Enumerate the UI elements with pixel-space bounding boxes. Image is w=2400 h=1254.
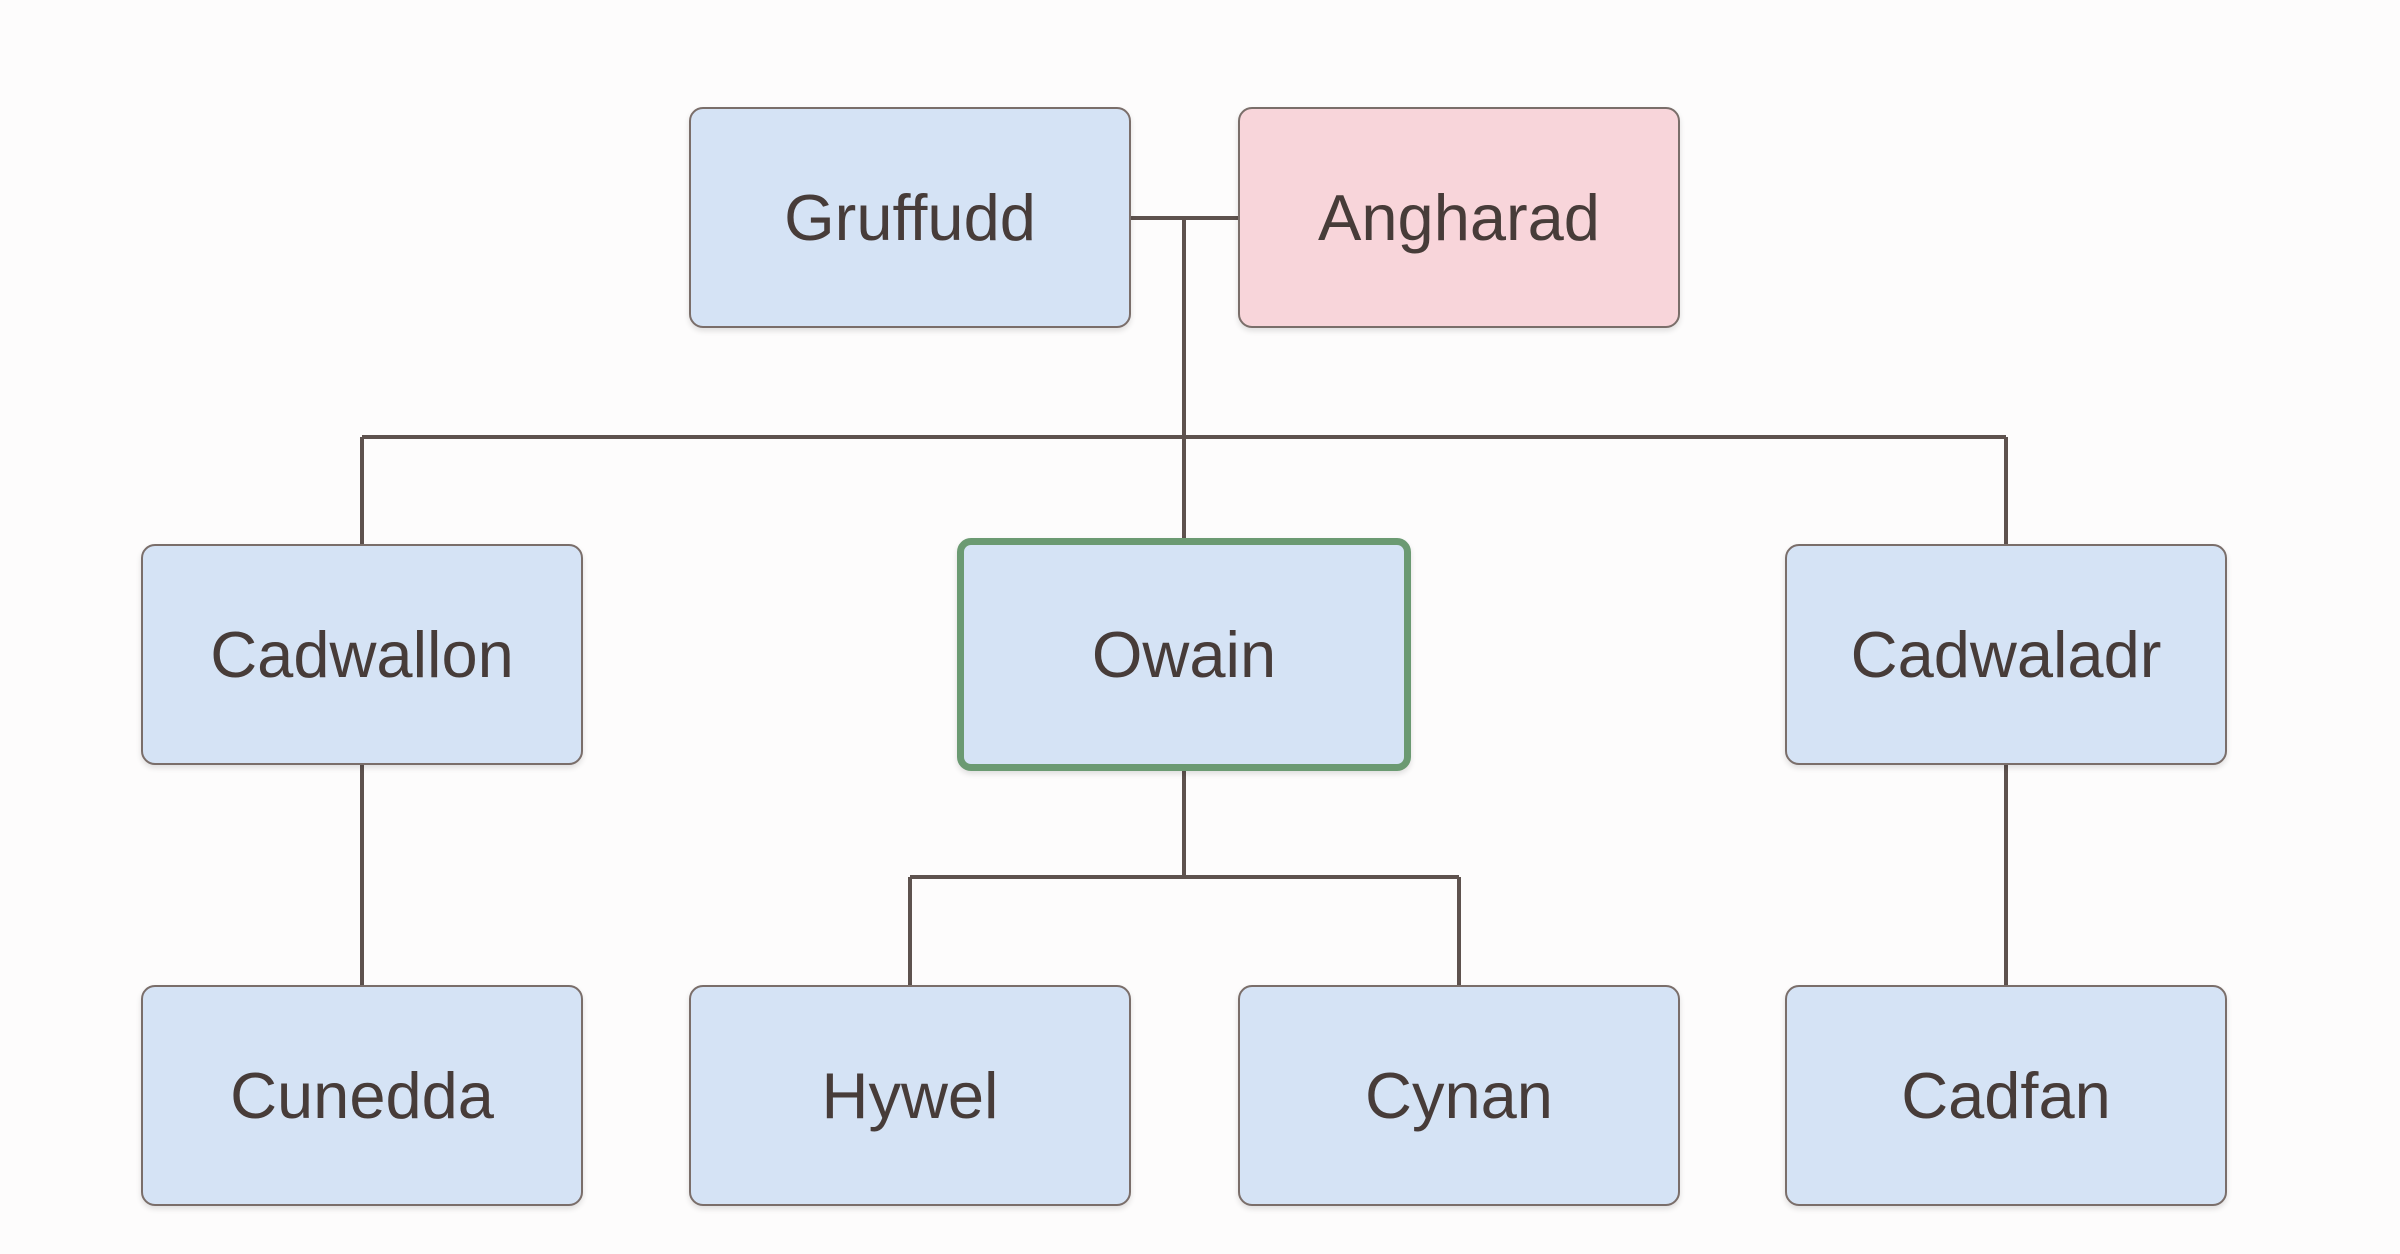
person-name: Angharad [1318,181,1600,254]
person-node-cadfan[interactable]: Cadfan [1785,985,2227,1206]
person-node-owain-focused[interactable]: Owain [957,538,1411,771]
person-name: Cadwaladr [1850,618,2162,691]
person-name: Hywel [821,1059,999,1132]
person-node-angharad[interactable]: Angharad [1238,107,1680,328]
person-name: Cadwallon [210,618,514,691]
person-name: Cadfan [1901,1059,2111,1132]
person-node-cadwallon[interactable]: Cadwallon [141,544,583,765]
person-node-cadwaladr[interactable]: Cadwaladr [1785,544,2227,765]
person-name: Cunedda [230,1059,494,1132]
person-name: Cynan [1365,1059,1553,1132]
person-node-hywel[interactable]: Hywel [689,985,1131,1206]
person-name: Gruffudd [784,181,1036,254]
person-node-gruffudd[interactable]: Gruffudd [689,107,1131,328]
person-node-cynan[interactable]: Cynan [1238,985,1680,1206]
person-name: Owain [1091,618,1277,691]
person-node-cunedda[interactable]: Cunedda [141,985,583,1206]
